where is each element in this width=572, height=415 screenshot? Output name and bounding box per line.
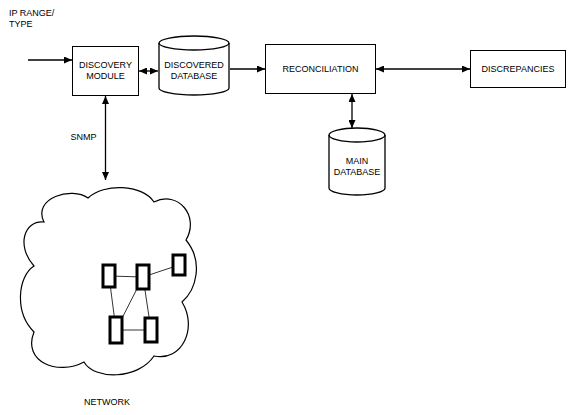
database-cylinder: DISCOVERED DATABASE <box>158 36 230 96</box>
process-box: DISCOVERY MODULE <box>72 46 139 96</box>
network-cloud-outline <box>14 180 200 385</box>
network-cloud: NETWORK <box>14 180 200 408</box>
input-arrow <box>28 59 72 60</box>
node-label: MAIN DATABASE <box>332 156 382 178</box>
input-label: IP RANGE/ TYPE <box>8 8 72 31</box>
node-label: DISCOVERED DATABASE <box>162 60 226 82</box>
connector-arrow <box>105 96 106 180</box>
process-box: RECONCILIATION <box>265 44 376 94</box>
edge-label: SNMP <box>69 132 97 143</box>
node-label: DISCOVERY MODULE <box>77 60 134 82</box>
node-label: DISCREPANCIES <box>475 64 561 75</box>
database-cylinder: MAIN DATABASE <box>328 128 386 196</box>
connector-arrow <box>376 68 470 69</box>
network-label: NETWORK <box>14 397 200 408</box>
node-label: RECONCILIATION <box>270 64 371 75</box>
connector-arrow <box>351 94 352 128</box>
output-box: DISCREPANCIES <box>470 50 566 88</box>
connector-arrow <box>230 68 265 69</box>
connector-arrow <box>139 70 158 71</box>
